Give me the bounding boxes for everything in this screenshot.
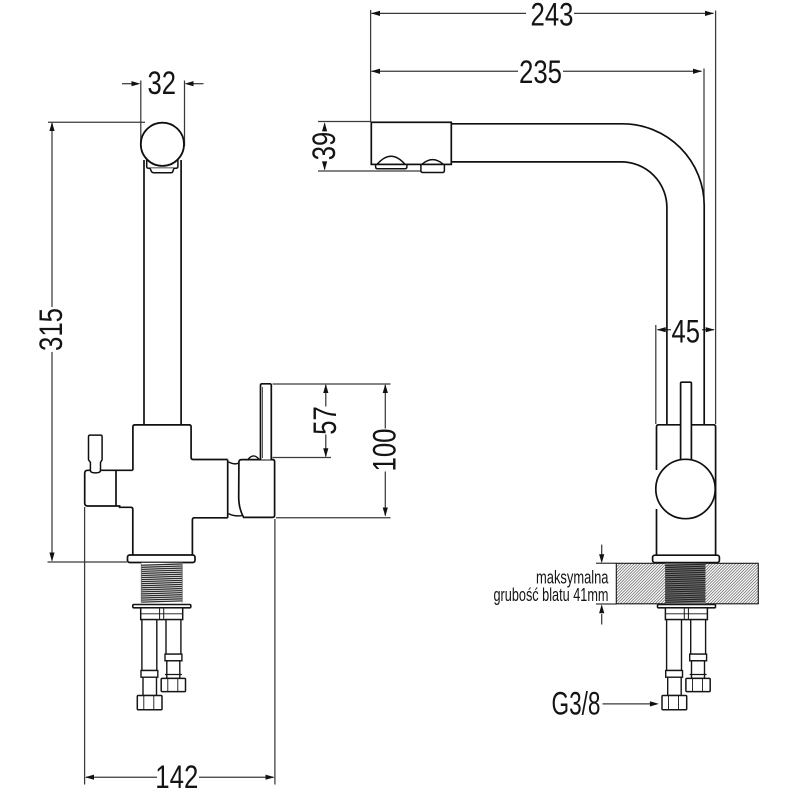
svg-text:G3/8: G3/8 <box>552 686 601 722</box>
svg-text:315: 315 <box>33 308 69 351</box>
svg-text:39: 39 <box>306 132 342 161</box>
svg-text:grubość blatu 41mm: grubość blatu 41mm <box>494 584 609 605</box>
svg-text:142: 142 <box>155 759 198 795</box>
svg-text:45: 45 <box>671 313 700 349</box>
svg-text:maksymalna: maksymalna <box>536 567 609 588</box>
svg-text:235: 235 <box>519 54 562 90</box>
svg-text:100: 100 <box>366 429 402 472</box>
svg-text:243: 243 <box>531 0 574 32</box>
svg-text:32: 32 <box>148 65 177 101</box>
svg-text:57: 57 <box>307 406 343 435</box>
